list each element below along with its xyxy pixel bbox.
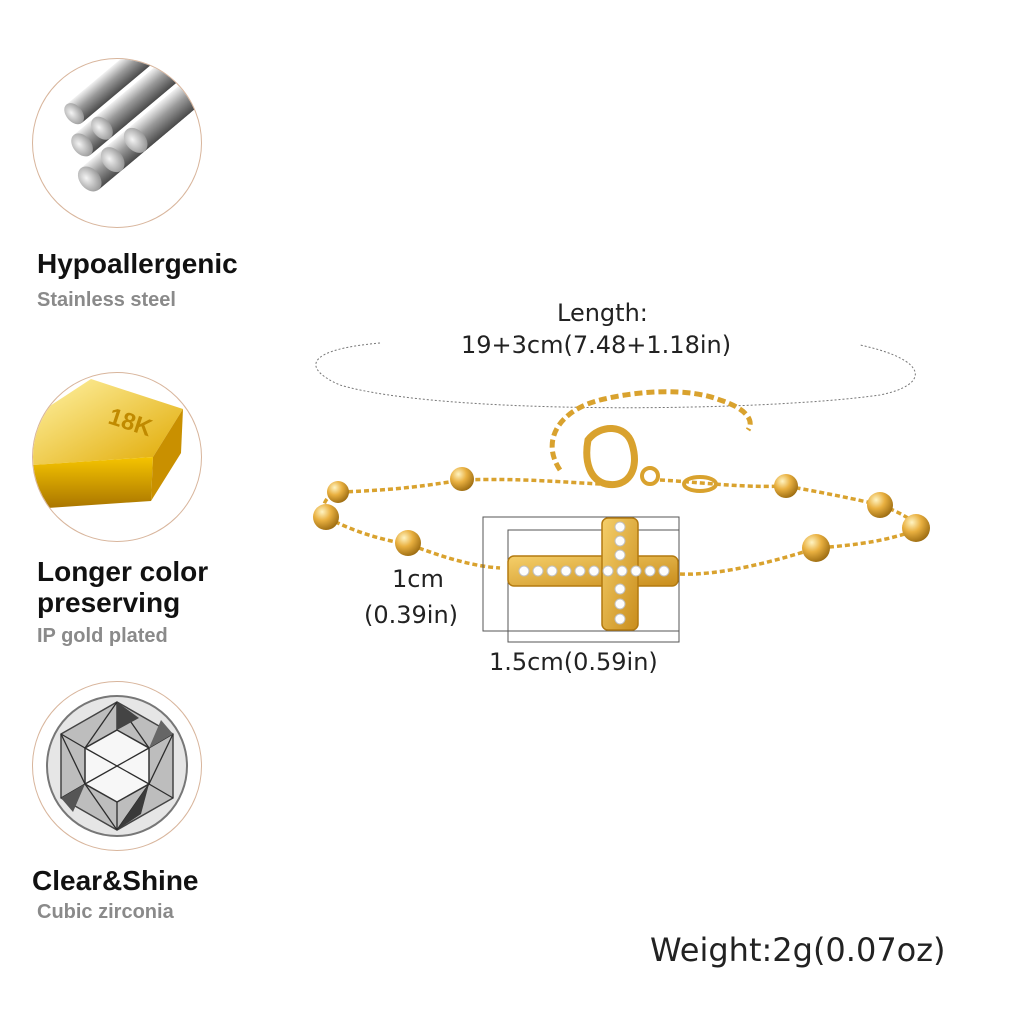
length-value: 19+3cm(7.48+1.18in) bbox=[461, 331, 732, 359]
height-value-cm: 1cm bbox=[392, 565, 444, 593]
feature-title-color-preserving: Longer color preserving bbox=[37, 556, 209, 618]
extender-chain bbox=[549, 389, 753, 472]
cross-pendant bbox=[507, 517, 679, 631]
bead bbox=[450, 467, 474, 491]
steel-rods-icon bbox=[64, 59, 201, 192]
feature-subtitle-gold-plated: IP gold plated bbox=[37, 625, 168, 647]
bead bbox=[313, 504, 339, 530]
chain-lower-right bbox=[679, 528, 917, 576]
bead bbox=[902, 514, 930, 542]
feature-title-hypoallergenic: Hypoallergenic bbox=[37, 248, 238, 279]
width-value: 1.5cm(0.59in) bbox=[489, 648, 658, 676]
steel-rods-circle bbox=[32, 58, 202, 228]
bead bbox=[774, 474, 798, 498]
length-label: Length: bbox=[557, 299, 648, 327]
length-ellipse bbox=[315, 342, 916, 409]
bead bbox=[395, 530, 421, 556]
feature-title-clear-shine: Clear&Shine bbox=[32, 865, 199, 896]
bead bbox=[802, 534, 830, 562]
diamond-icon bbox=[46, 695, 188, 837]
weight-value: Weight:2g(0.07oz) bbox=[650, 931, 946, 969]
diamond-circle bbox=[32, 681, 202, 851]
height-value-in: (0.39in) bbox=[364, 601, 459, 629]
gold-bar-circle: 18K bbox=[32, 372, 202, 542]
width-dimension-box bbox=[507, 529, 680, 643]
feature-subtitle-zirconia: Cubic zirconia bbox=[37, 901, 174, 923]
bead bbox=[327, 481, 349, 503]
feature-subtitle-steel: Stainless steel bbox=[37, 289, 176, 311]
bead bbox=[867, 492, 893, 518]
gold-bar-icon: 18K bbox=[33, 379, 183, 509]
chain-upper-right bbox=[659, 478, 920, 528]
lobster-clasp bbox=[583, 425, 638, 489]
